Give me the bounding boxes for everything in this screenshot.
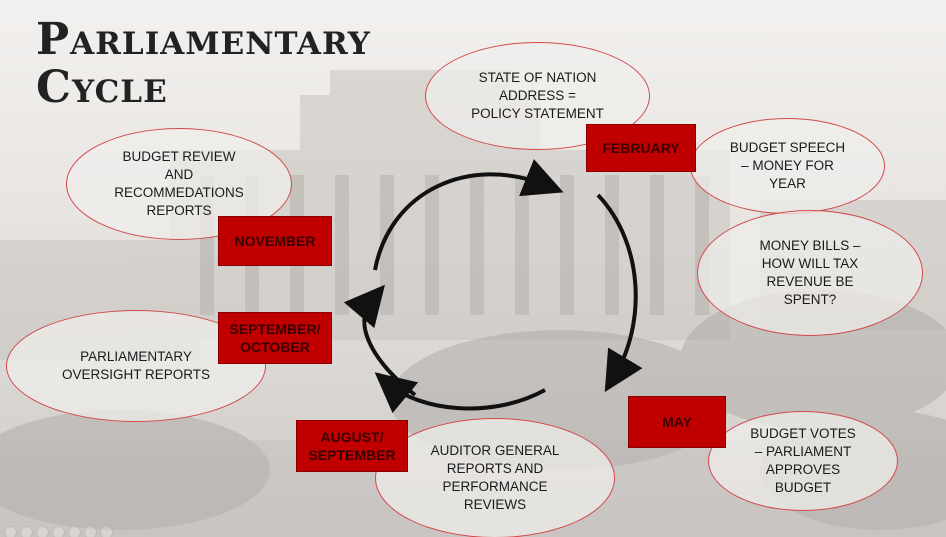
bubble-budget-speech-text: BUDGET SPEECH – MONEY FOR YEAR [729, 140, 846, 191]
month-september-october-label: SEPTEMBER/ OCTOBER [229, 321, 321, 355]
month-september-october: SEPTEMBER/ OCTOBER [218, 312, 332, 364]
zoom-icon[interactable] [68, 526, 81, 537]
menu-icon[interactable] [84, 526, 97, 537]
cycle-arrow-right [596, 193, 643, 393]
cycle-arrow-top [373, 159, 564, 271]
bubble-budget-speech: BUDGET SPEECH – MONEY FOR YEAR [690, 118, 885, 214]
cycle-arrows [343, 159, 643, 414]
month-february: FEBRUARY [586, 124, 696, 172]
bubble-parliamentary-oversight-text: PARLIAMENTARY OVERSIGHT REPORTS [61, 349, 211, 382]
month-may-label: MAY [662, 414, 692, 430]
bubble-budget-votes: BUDGET VOTES – PARLIAMENT APPROVES BUDGE… [708, 411, 898, 511]
month-may: MAY [628, 396, 726, 448]
cycle-arrow-left [343, 284, 417, 397]
presentation-controls [4, 526, 113, 537]
bubble-state-of-nation-text: STATE OF NATION ADDRESS = POLICY STATEME… [471, 70, 604, 121]
month-november-label: NOVEMBER [234, 233, 316, 249]
bubble-budget-review-text: BUDGET REVIEW AND RECOMMEDATIONS REPORTS [114, 149, 244, 218]
month-august-september-label: AUGUST/ SEPTEMBER [308, 429, 396, 463]
bubble-auditor-general-text: AUDITOR GENERAL REPORTS AND PERFORMANCE … [430, 443, 560, 512]
slides-icon[interactable] [52, 526, 65, 537]
slide-title: Parliamentary Cycle [36, 16, 371, 112]
pen-icon[interactable] [36, 526, 49, 537]
back-icon[interactable] [4, 526, 17, 537]
title-line-1: Parliamentary [36, 14, 371, 65]
bubble-parliamentary-oversight: PARLIAMENTARY OVERSIGHT REPORTS [6, 310, 266, 422]
month-november: NOVEMBER [218, 216, 332, 266]
month-august-september: AUGUST/ SEPTEMBER [296, 420, 408, 472]
bubble-budget-votes-text: BUDGET VOTES – PARLIAMENT APPROVES BUDGE… [750, 426, 856, 495]
bubble-money-bills: MONEY BILLS – HOW WILL TAX REVENUE BE SP… [697, 210, 923, 336]
month-february-label: FEBRUARY [602, 140, 680, 156]
title-line-2: Cycle [36, 62, 168, 113]
bubble-auditor-general: AUDITOR GENERAL REPORTS AND PERFORMANCE … [375, 418, 615, 537]
cycle-arrow-bottom [374, 372, 546, 414]
video-icon[interactable] [100, 526, 113, 537]
bubble-money-bills-text: MONEY BILLS – HOW WILL TAX REVENUE BE SP… [759, 238, 861, 307]
forward-icon[interactable] [20, 526, 33, 537]
